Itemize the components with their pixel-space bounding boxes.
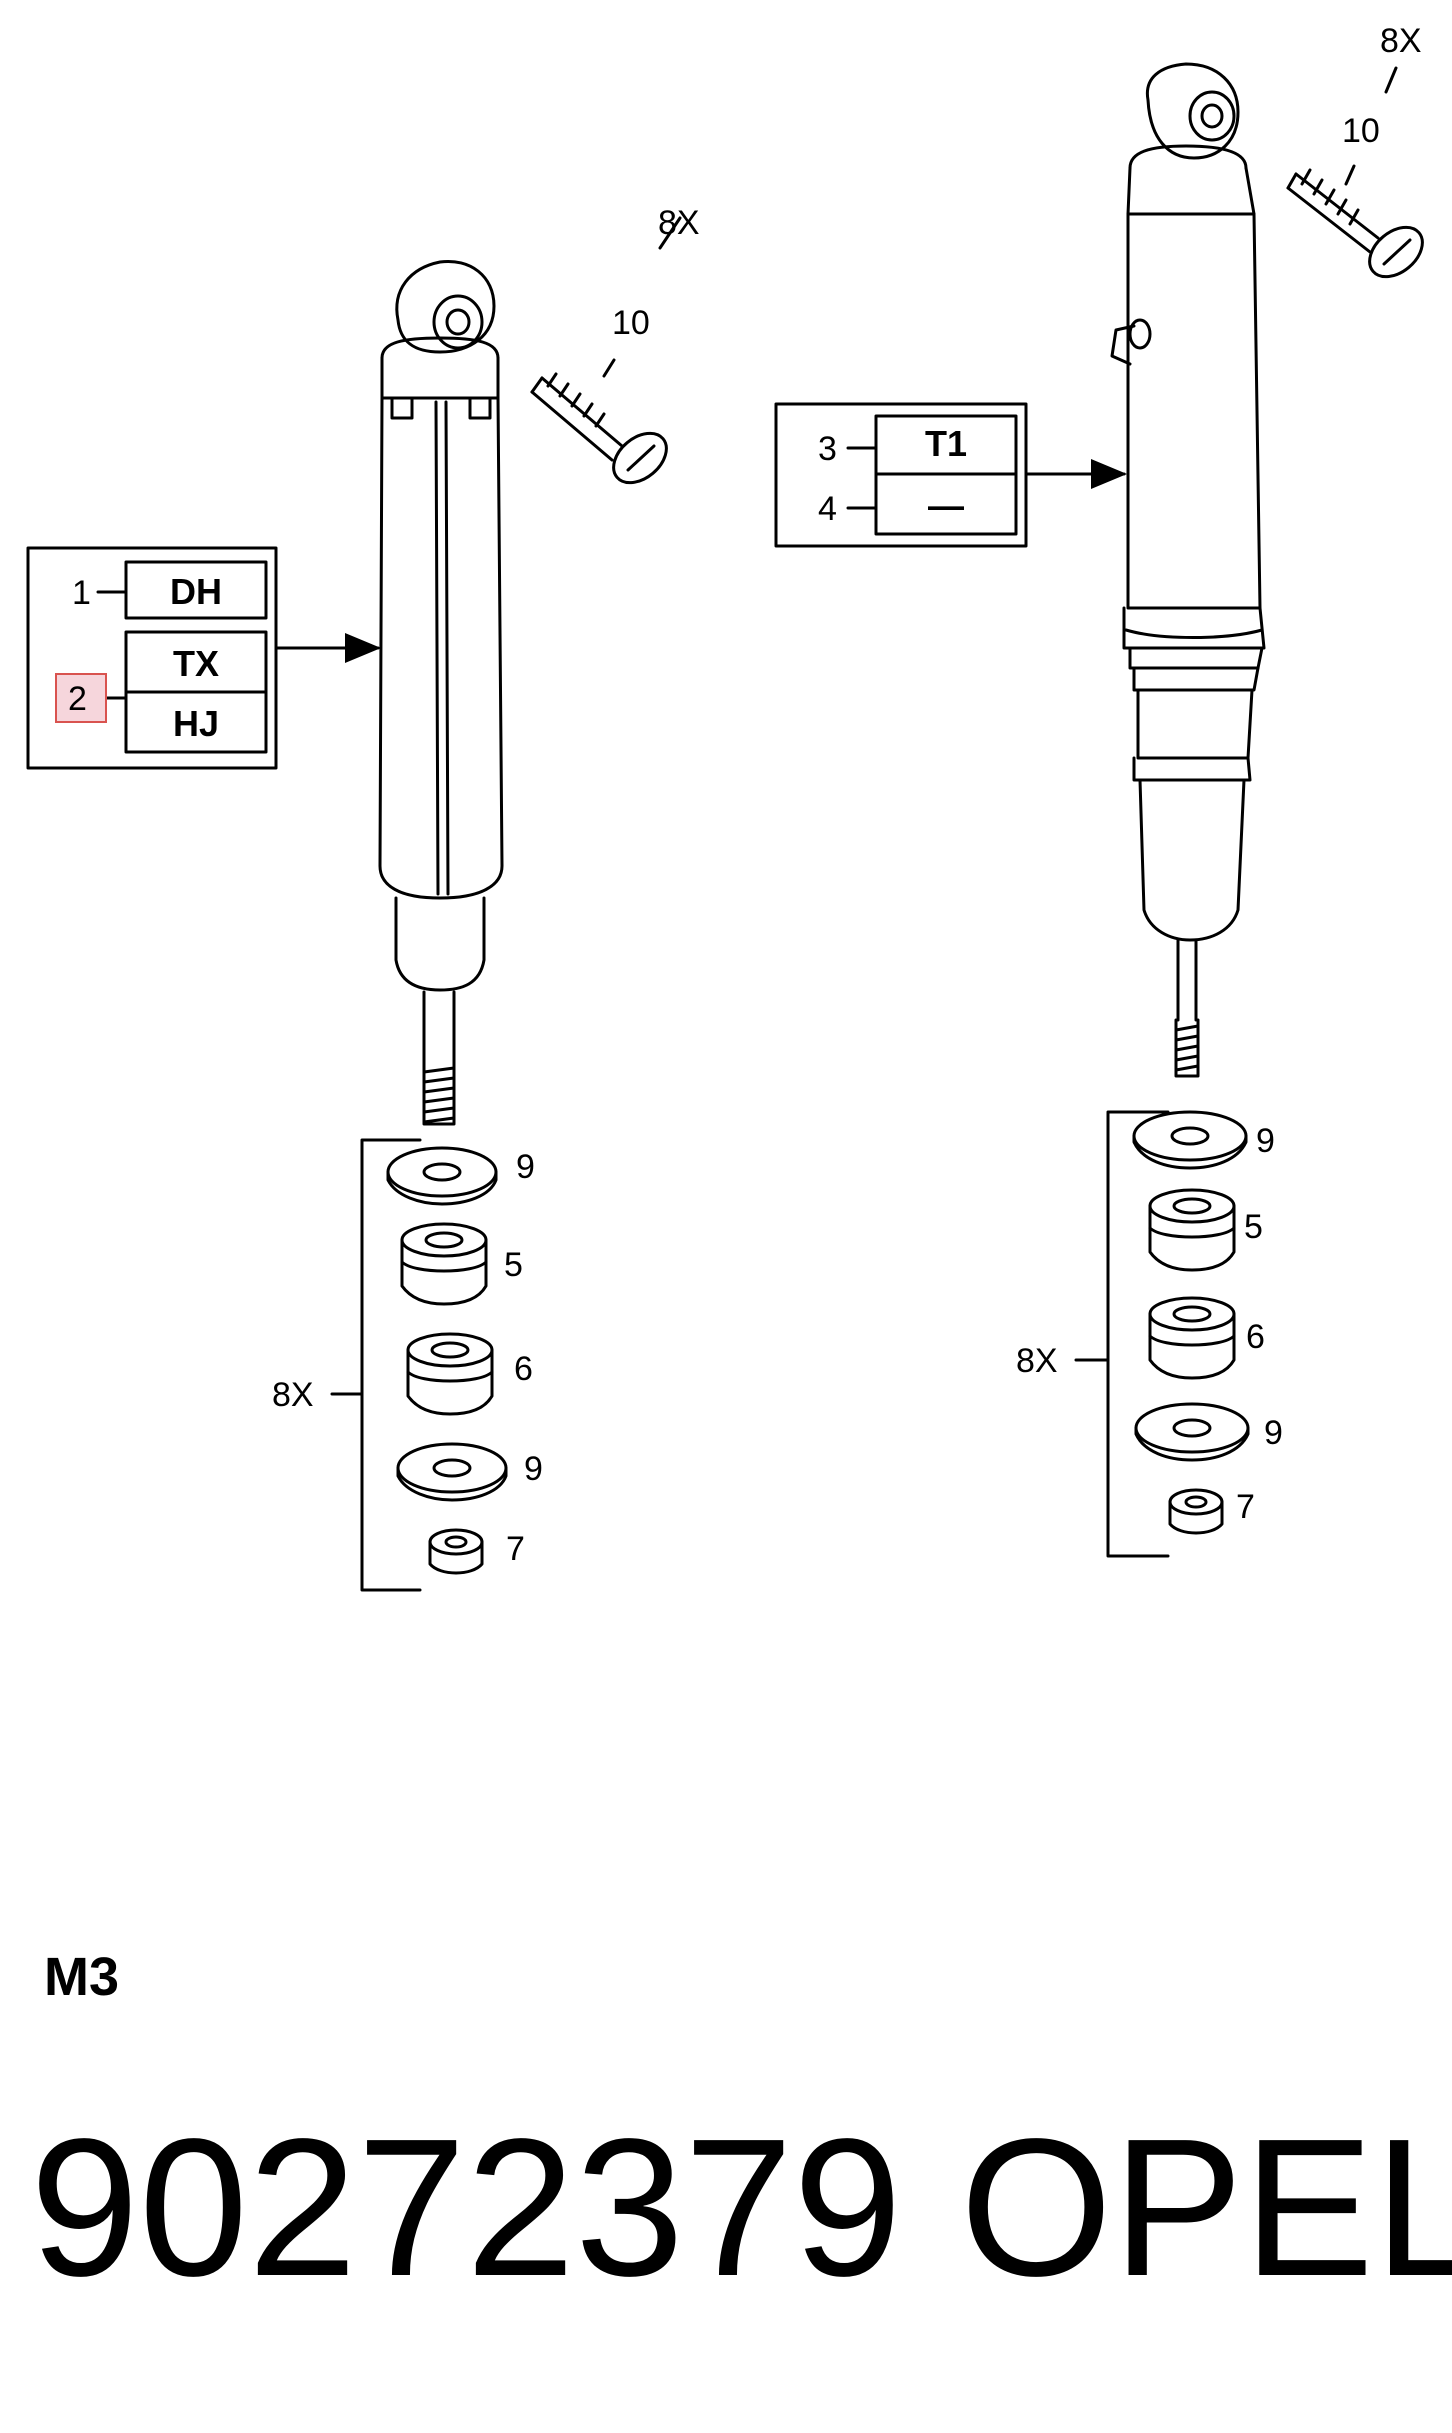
- left-nut-callout: 7: [506, 1530, 525, 1568]
- left-washer-top-callout: 9: [516, 1148, 535, 1186]
- section-code: M3: [44, 1947, 120, 2007]
- highlight-ref-2: [55, 673, 107, 723]
- left-kit-qty-label: 8X: [272, 1376, 314, 1414]
- right-bolt: [1286, 168, 1424, 279]
- left-bolt: [530, 372, 668, 485]
- right-ref-3: 3: [818, 430, 837, 468]
- left-ref-1: 1: [72, 574, 91, 612]
- right-code-row2: —: [928, 485, 964, 526]
- right-bolt-callout: 10: [1342, 112, 1380, 150]
- left-bolt-callout: 10: [612, 304, 650, 342]
- right-bush-lower-callout: 6: [1246, 1318, 1265, 1356]
- right-bolt-qty-label: 8X: [1380, 22, 1422, 60]
- left-code-row1: DH: [170, 571, 222, 612]
- right-kit-qty-label: 8X: [1016, 1342, 1058, 1380]
- brand-name: OPEL: [960, 2098, 1452, 2317]
- right-code-box: [774, 402, 1127, 548]
- left-washer-bottom-callout: 9: [524, 1450, 543, 1488]
- left-shock-absorber: [378, 259, 504, 1126]
- left-bush-lower-callout: 6: [514, 1350, 533, 1388]
- left-bush-upper-callout: 5: [504, 1246, 523, 1284]
- right-nut-callout: 7: [1236, 1488, 1255, 1526]
- right-washer-top-callout: 9: [1256, 1122, 1275, 1160]
- right-hardware-stack: [1074, 1110, 1250, 1558]
- right-code-row1: T1: [925, 423, 967, 464]
- left-code-row2: TX: [173, 643, 219, 684]
- part-number: 90272379: [30, 2098, 903, 2317]
- left-code-row3: HJ: [173, 703, 219, 744]
- right-washer-bottom-callout: 9: [1264, 1414, 1283, 1452]
- left-bolt-qty-label: 8X: [658, 204, 700, 242]
- right-shock-absorber: [1110, 62, 1266, 1078]
- left-ref-2: 2: [68, 680, 87, 718]
- right-ref-4: 4: [818, 490, 837, 528]
- left-hardware-stack: [330, 1138, 508, 1592]
- right-bush-upper-callout: 5: [1244, 1208, 1263, 1246]
